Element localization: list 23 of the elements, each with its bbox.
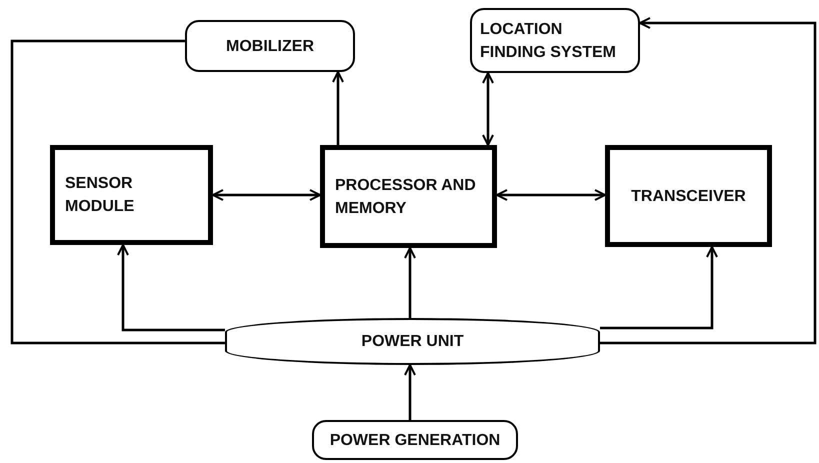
arrow: [404, 247, 416, 318]
node-label: PROCESSOR AND MEMORY: [335, 176, 477, 218]
rounded-box: [312, 420, 518, 460]
arrow: [332, 71, 344, 145]
arrow: [117, 244, 225, 332]
arrow: [600, 17, 816, 344]
node-label: LOCATION FINDING SYSTEM: [480, 20, 618, 62]
node-label: POWER GENERATION: [330, 430, 500, 450]
arrow: [496, 189, 606, 201]
process-box: [605, 145, 772, 247]
process-box: [50, 145, 213, 245]
node-label: MOBILIZER: [226, 36, 314, 56]
arrow: [212, 189, 321, 201]
rounded-box: [225, 318, 600, 365]
arrow: [482, 72, 494, 146]
node-label: POWER UNIT: [361, 332, 464, 352]
rounded-box: [185, 20, 355, 72]
node-label: TRANSCEIVER: [631, 186, 746, 206]
rounded-box: [470, 8, 640, 73]
node-label: SENSOR MODULE: [65, 174, 136, 217]
arrow: [404, 364, 416, 420]
process-box: [320, 145, 497, 248]
arrow: [600, 246, 718, 330]
